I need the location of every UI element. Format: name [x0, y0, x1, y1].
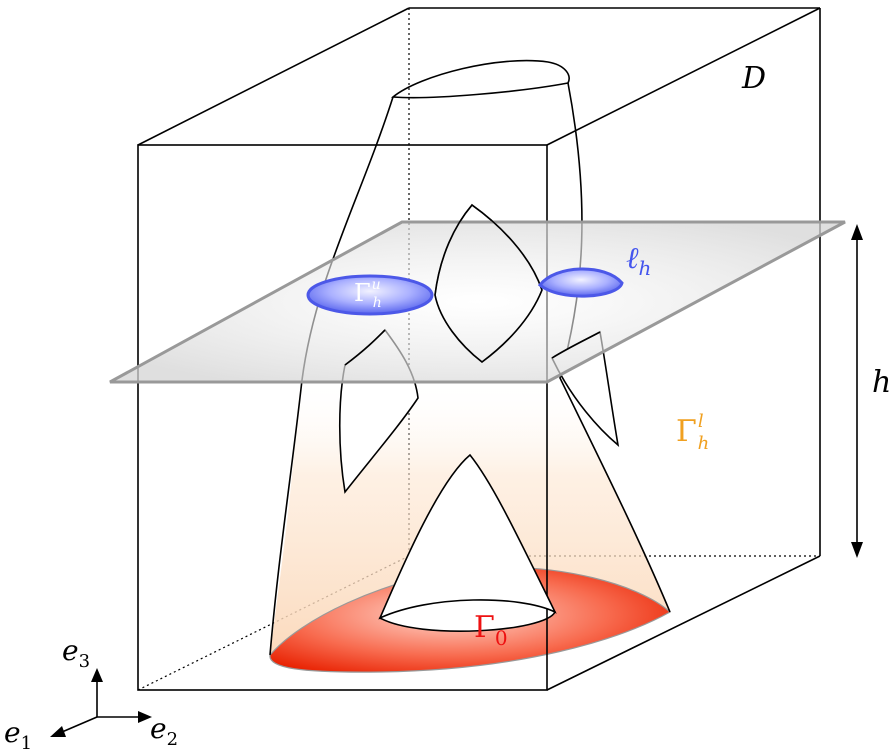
horizontal-plane: [109, 220, 846, 384]
e3-arrowhead: [91, 668, 103, 682]
axis-e1-label: e1: [4, 716, 32, 754]
axis-e3-label: e3: [62, 634, 90, 672]
left-hole-outline-upper: [344, 329, 386, 366]
level-curve-label: ℓh: [626, 241, 651, 280]
domain-label: D: [741, 61, 766, 96]
height-label: h: [872, 365, 891, 400]
e1-arrowhead: [50, 726, 66, 737]
axis-e2-label: e2: [150, 712, 178, 750]
height-arrow: [851, 224, 863, 558]
level-curve-disc: [537, 267, 624, 298]
e2-arrowhead: [138, 711, 152, 723]
coordinate-axes: [50, 668, 152, 737]
gamma-zero-label: Γ0: [474, 610, 508, 650]
right-hole-outline-upper: [551, 331, 601, 359]
gamma-h-upper-disc: [306, 274, 434, 316]
box-front-edges: [137, 7, 821, 691]
central-hole-outline: [434, 203, 543, 364]
